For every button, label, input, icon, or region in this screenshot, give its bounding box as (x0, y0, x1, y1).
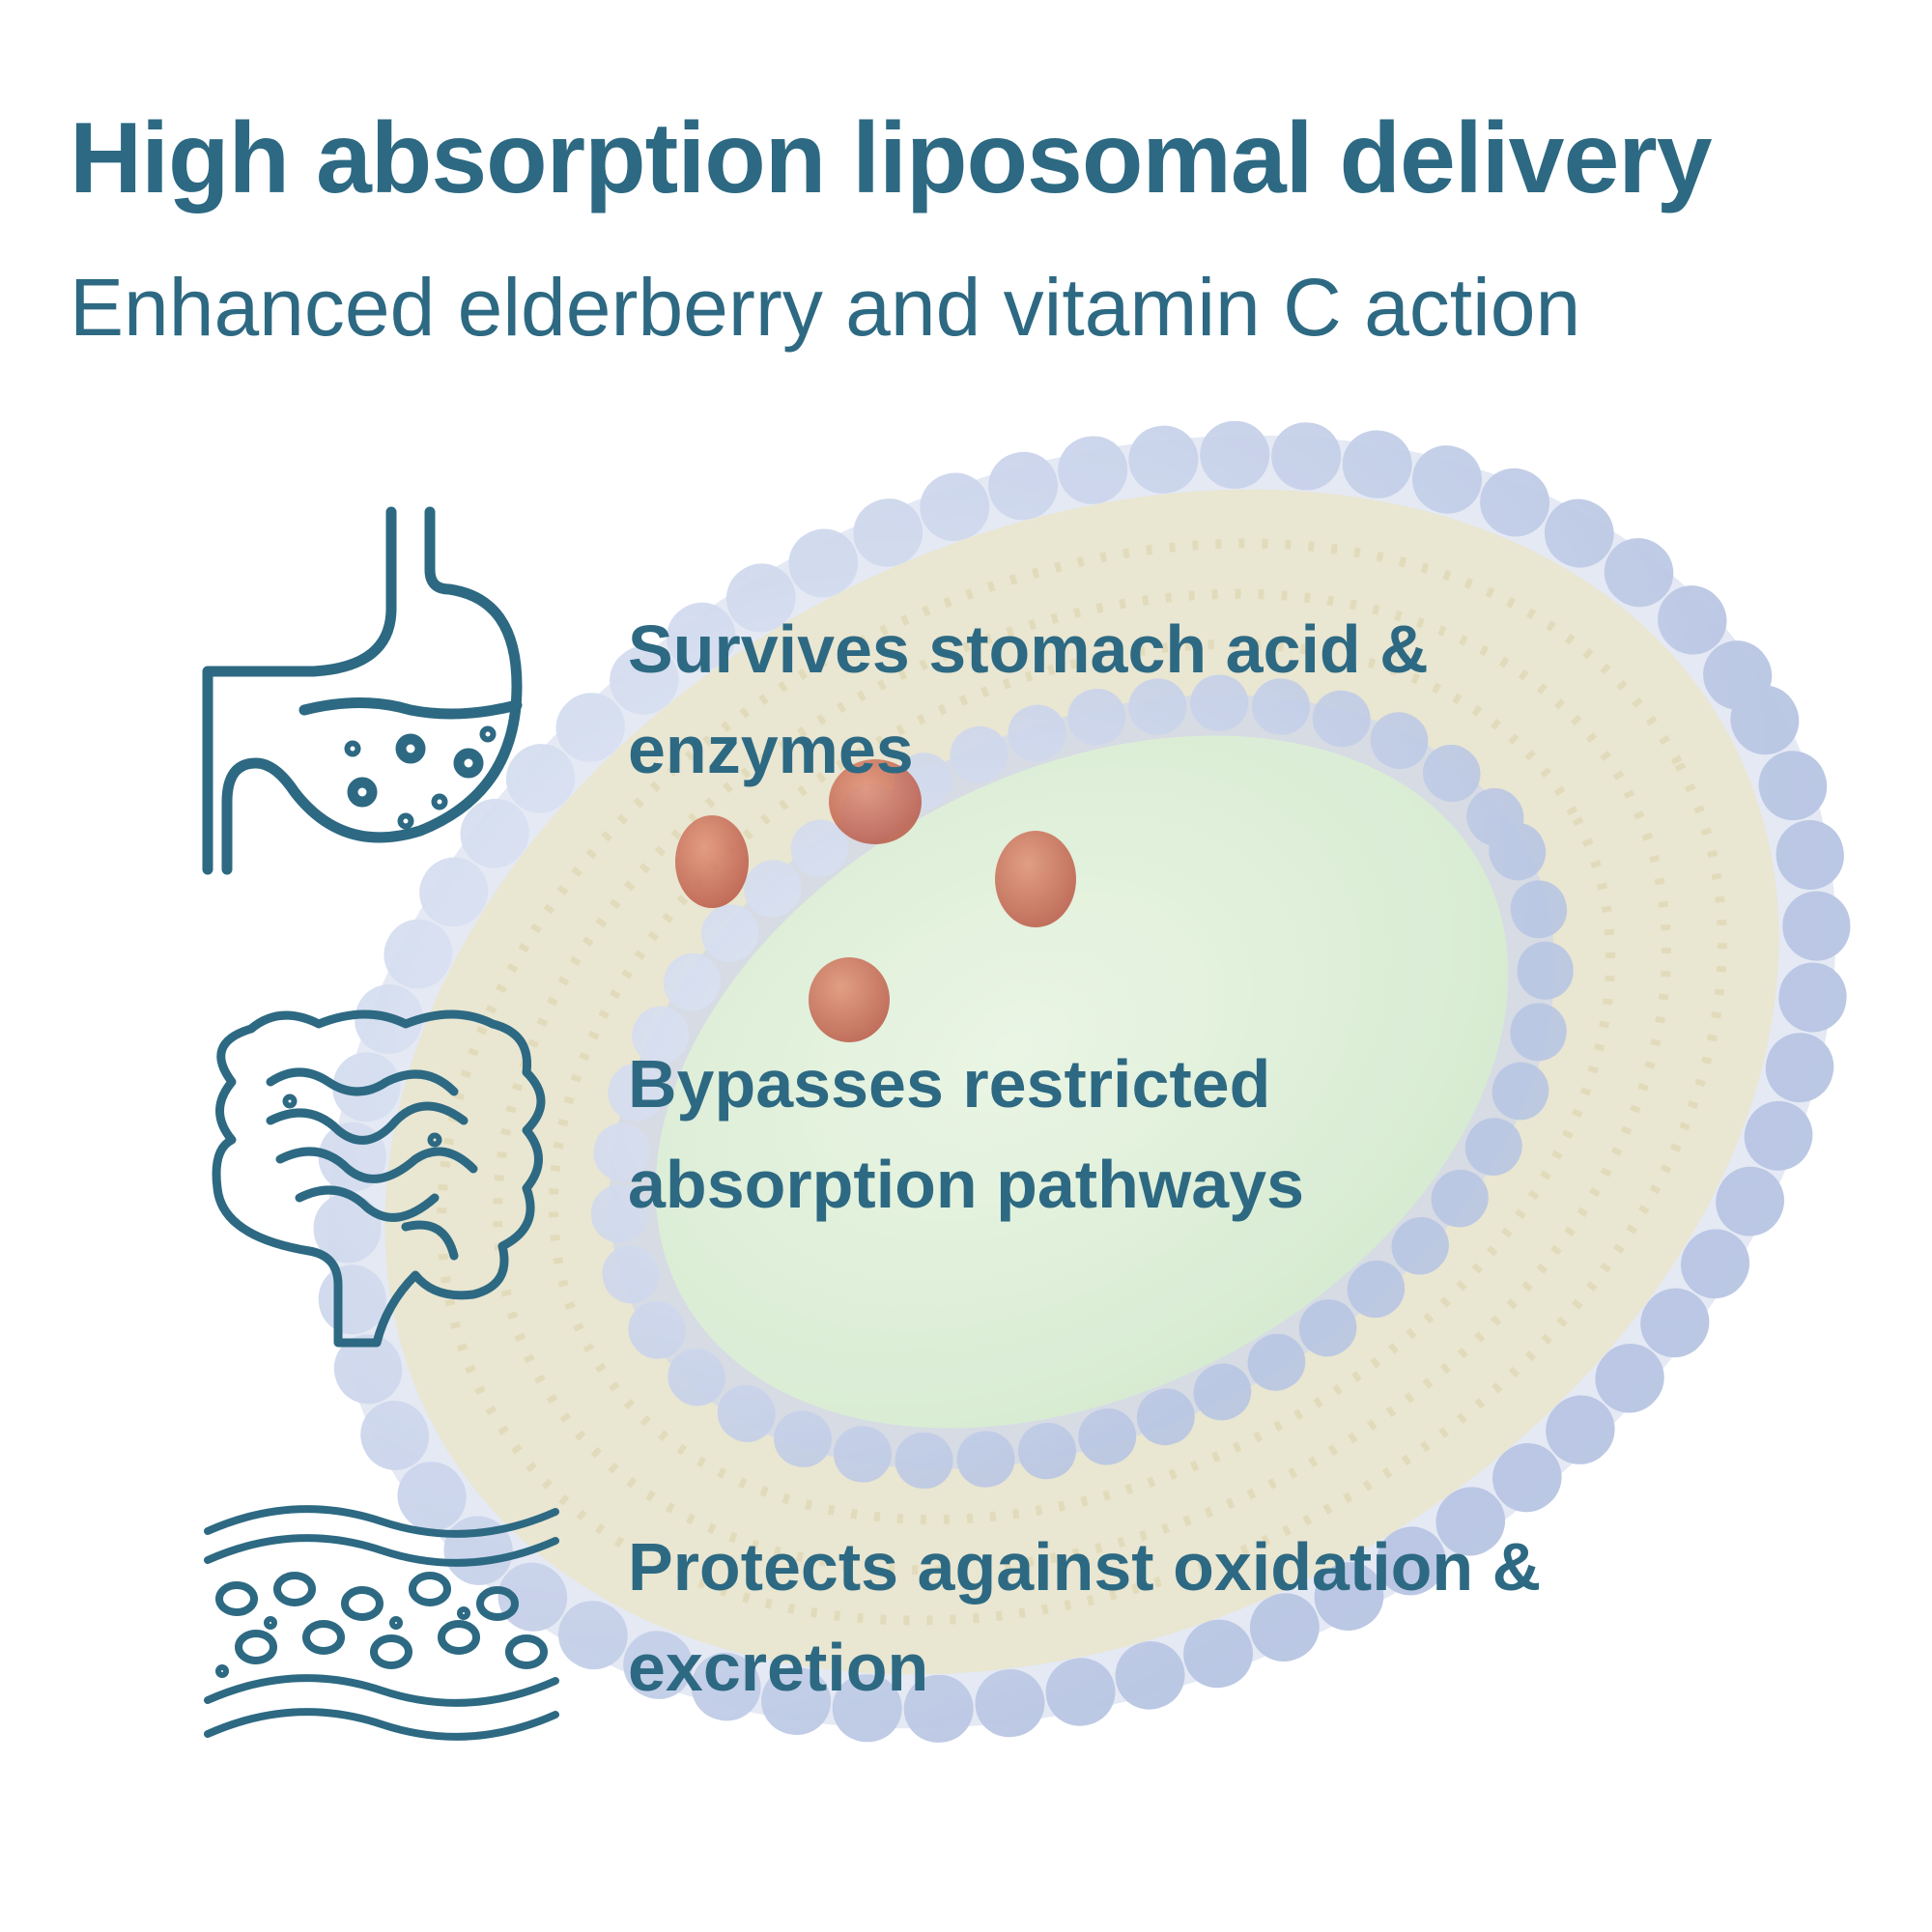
stomach-icon (202, 506, 523, 875)
feature-stomach-line1: Survives stomach acid & (628, 611, 1429, 687)
intestine-icon (212, 1009, 546, 1348)
feature-tissue-text: Protects against oxidation & excretion (628, 1517, 1884, 1718)
feature-stomach-text: Survives stomach acid & enzymes (628, 599, 1884, 800)
page-title: High absorption liposomal delivery (70, 102, 1713, 214)
feature-intestine-line1: Bypasses restricted (628, 1046, 1271, 1122)
page-subtitle: Enhanced elderberry and vitamin C action (70, 262, 1581, 353)
feature-tissue-line2: excretion (628, 1630, 929, 1705)
feature-stomach-line2: enzymes (628, 712, 914, 787)
feature-intestine-line2: absorption pathways (628, 1147, 1305, 1222)
cell-tissue-icon (204, 1505, 559, 1741)
feature-intestine-text: Bypasses restricted absorption pathways (628, 1034, 1884, 1235)
feature-tissue-line1: Protects against oxidation & (628, 1529, 1542, 1605)
